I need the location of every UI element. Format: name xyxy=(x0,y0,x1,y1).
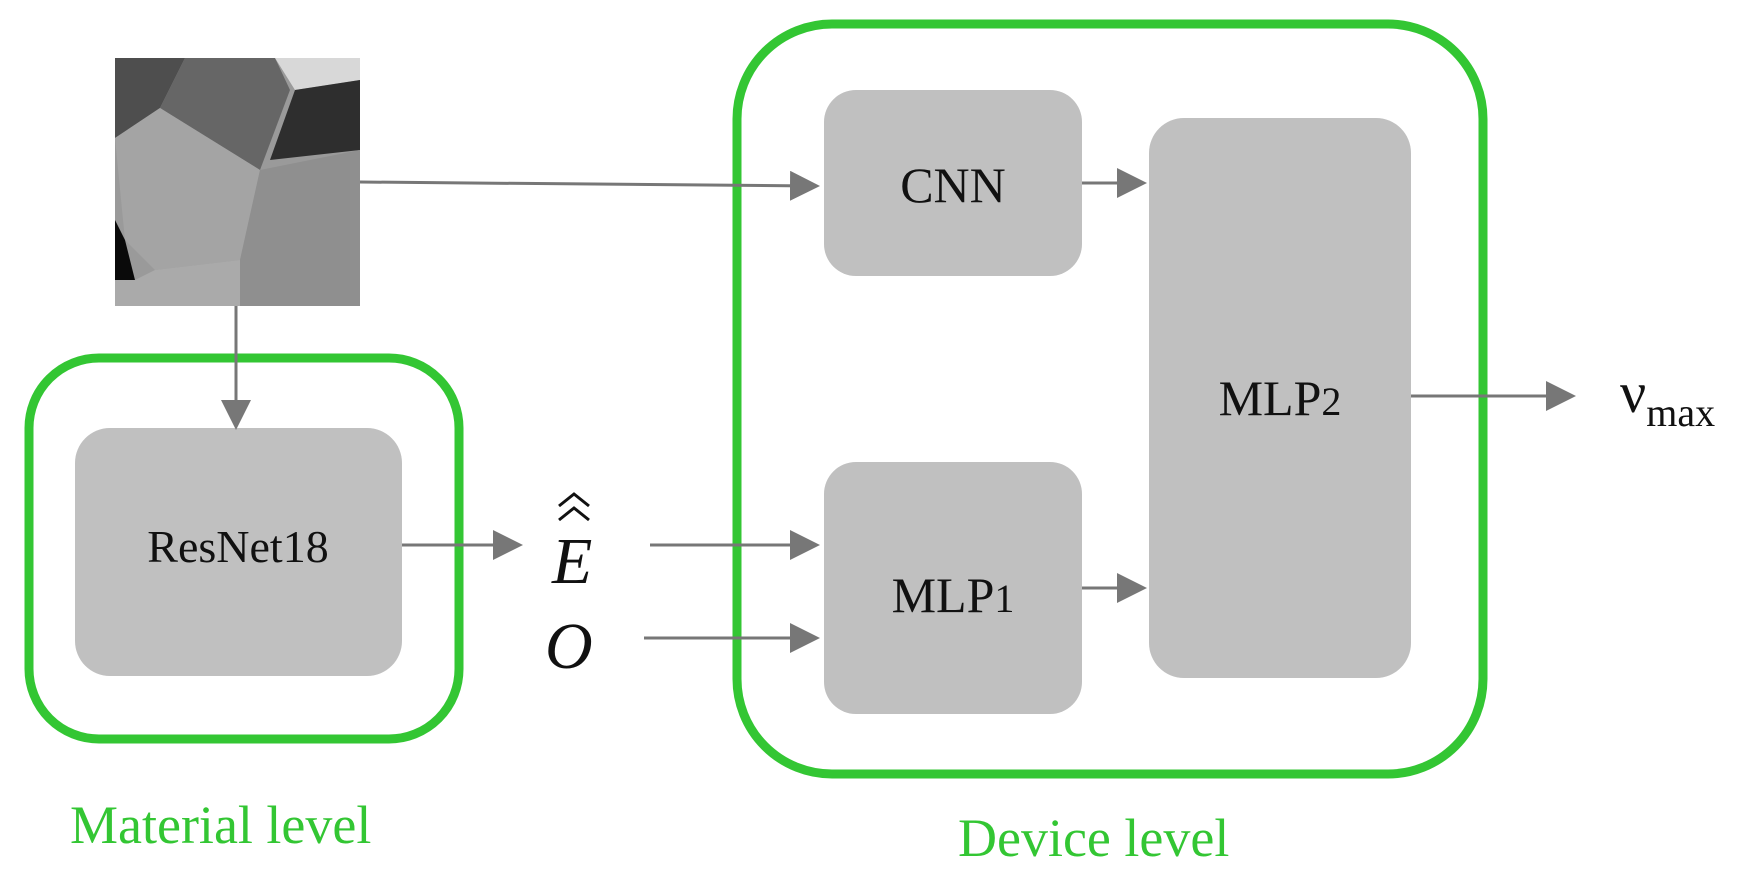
resnet18-block xyxy=(75,428,402,676)
material-level-label: Material level xyxy=(70,795,371,855)
mlp2-label-text-digit: 2 xyxy=(1321,379,1341,424)
e-hat-letter: E xyxy=(551,525,592,598)
cnn-block xyxy=(824,90,1082,276)
nu-symbol: ν xyxy=(1620,360,1646,425)
e-hat-inner-hat xyxy=(558,506,590,522)
microstructure-image xyxy=(115,58,360,306)
o-symbol: O xyxy=(545,610,593,683)
mlp1-label-text-digit: 1 xyxy=(994,576,1014,621)
mlp1-block xyxy=(824,462,1082,714)
mlp1-label-text: MLP xyxy=(892,567,995,623)
mlp2-label: MLP2 xyxy=(1219,370,1342,426)
e-hat-symbol: E xyxy=(551,492,592,598)
arrow-image-to-cnn xyxy=(359,170,820,201)
device-level-group-border xyxy=(732,19,1488,779)
nu-subscript: max xyxy=(1646,390,1715,435)
material-level-group-border xyxy=(24,353,464,744)
cnn-label: CNN xyxy=(900,157,1006,213)
device-level-label: Device level xyxy=(958,808,1229,868)
e-hat-outer-hat xyxy=(558,492,590,508)
mlp1-label: MLP1 xyxy=(892,567,1015,623)
nu-max-output: νmax xyxy=(1620,360,1715,435)
resnet18-label: ResNet18 xyxy=(147,521,328,572)
mlp2-label-text: MLP xyxy=(1219,370,1322,426)
mlp2-block xyxy=(1149,118,1411,678)
